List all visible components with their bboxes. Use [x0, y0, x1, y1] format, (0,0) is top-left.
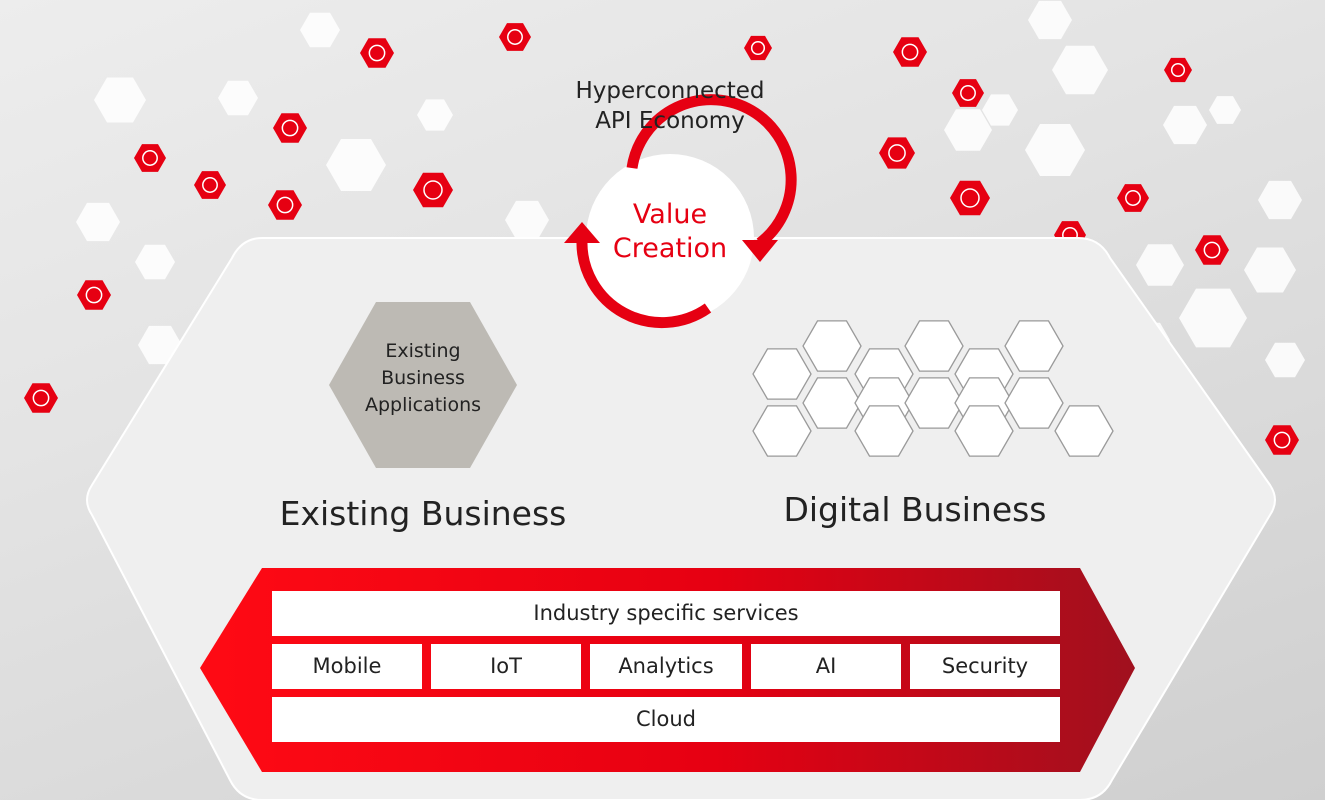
bg-red-hex-ring — [960, 85, 976, 101]
bg-white-hex — [1209, 96, 1241, 124]
honeycomb-cell — [904, 320, 964, 372]
bg-red-hex — [273, 113, 307, 143]
existing-apps-line-3: Applications — [364, 394, 482, 416]
honeycomb-cell — [954, 405, 1014, 457]
bg-red-hex-ring — [901, 43, 919, 61]
bg-red-hex — [952, 79, 984, 107]
bg-white-hex — [1258, 180, 1302, 220]
header-line-1: Hyperconnected — [575, 78, 765, 104]
honeycomb-cell — [854, 405, 914, 457]
existing-apps-line-1: Existing — [385, 340, 461, 362]
existing-business-label: Existing Business — [279, 494, 567, 533]
honeycomb-cell — [904, 377, 964, 429]
bg-red-hex — [1117, 184, 1149, 212]
bg-red-hex-ring — [1273, 431, 1291, 449]
bg-red-hex-ring — [276, 196, 294, 214]
bg-red-hex — [950, 180, 990, 216]
bg-white-hex — [76, 202, 120, 242]
bg-red-hex — [194, 171, 226, 199]
bg-white-hex — [1265, 342, 1305, 378]
cycle-arc-right — [626, 94, 797, 248]
header-line-2: API Economy — [595, 108, 745, 134]
bg-white-hex — [1163, 105, 1207, 145]
bg-white-hex — [982, 94, 1018, 126]
bg-red-hex — [1195, 235, 1229, 265]
honeycomb-cell — [802, 377, 862, 429]
bg-red-hex-ring — [1125, 190, 1141, 206]
header-title: Hyperconnected API Economy — [520, 76, 820, 136]
bg-red-hex — [744, 35, 772, 61]
bg-white-hex — [1028, 0, 1072, 40]
bg-white-hex — [135, 244, 175, 280]
bg-red-hex-ring — [750, 40, 766, 56]
honeycomb-cell — [752, 348, 812, 400]
bg-red-hex-ring — [202, 177, 218, 193]
bg-white-hex — [94, 77, 146, 123]
bg-white-hex — [326, 139, 386, 191]
bg-red-hex-ring — [423, 180, 443, 200]
value-creation-label: Value Creation — [600, 198, 740, 266]
service-cell-analytics: Analytics — [590, 644, 742, 689]
bg-red-hex-ring — [1203, 241, 1221, 259]
service-cell-security: Security — [910, 644, 1060, 689]
honeycomb-cell — [1004, 377, 1064, 429]
bg-red-hex — [879, 137, 915, 169]
cycle-arrow-right-icon — [742, 240, 778, 262]
bg-white-hex — [944, 109, 992, 151]
bg-red-hex-ring — [888, 144, 906, 162]
bg-red-hex — [413, 172, 453, 208]
industry-services-cell: Industry specific services — [272, 591, 1060, 636]
honeycomb-cell — [1004, 320, 1064, 372]
honeycomb-cell — [1054, 405, 1114, 457]
honeycomb-cell — [802, 320, 862, 372]
bg-white-hex — [1179, 288, 1247, 348]
bg-white-hex — [218, 80, 258, 116]
bg-red-hex-ring — [368, 44, 386, 62]
bg-white-hex — [1136, 244, 1184, 286]
bg-red-hex — [77, 280, 111, 310]
bg-red-hex — [360, 38, 394, 68]
bg-red-hex-ring — [960, 188, 980, 208]
bg-red-hex — [499, 23, 531, 51]
bg-red-hex — [1164, 57, 1192, 83]
bg-white-hex — [138, 325, 182, 365]
bg-red-hex-ring — [142, 150, 158, 166]
bg-red-hex-ring — [32, 389, 50, 407]
bg-red-hex — [893, 37, 927, 67]
bg-red-hex-ring — [507, 29, 523, 45]
bg-red-hex-ring — [85, 286, 103, 304]
cycle-arc-left — [576, 239, 712, 329]
bg-red-hex-ring — [1170, 62, 1186, 78]
bg-red-hex-ring — [281, 119, 299, 137]
existing-apps-shape — [329, 302, 517, 468]
bg-white-hex — [417, 99, 453, 131]
service-cell-ai: AI — [751, 644, 901, 689]
existing-apps-line-2: Business — [381, 367, 465, 389]
bg-white-hex — [1052, 45, 1108, 95]
bg-white-hex — [1025, 124, 1085, 176]
digital-business-label: Digital Business — [783, 490, 1047, 529]
honeycomb-cell — [752, 405, 812, 457]
bg-red-hex — [24, 383, 58, 413]
bg-white-hex — [300, 12, 340, 48]
service-cell-mobile: Mobile — [272, 644, 422, 689]
existing-apps-label: Existing Business Applications — [348, 338, 498, 419]
cycle-arrow-left-icon — [564, 222, 600, 243]
cloud-cell: Cloud — [272, 697, 1060, 742]
value-creation-line-2: Creation — [612, 233, 728, 264]
bg-red-hex — [268, 190, 302, 220]
bg-white-hex — [505, 200, 549, 240]
value-creation-line-1: Value — [632, 199, 708, 230]
bg-white-hex — [1244, 247, 1296, 293]
bg-red-hex — [1265, 425, 1299, 455]
bg-red-hex — [134, 144, 166, 172]
service-cell-iot: IoT — [431, 644, 581, 689]
